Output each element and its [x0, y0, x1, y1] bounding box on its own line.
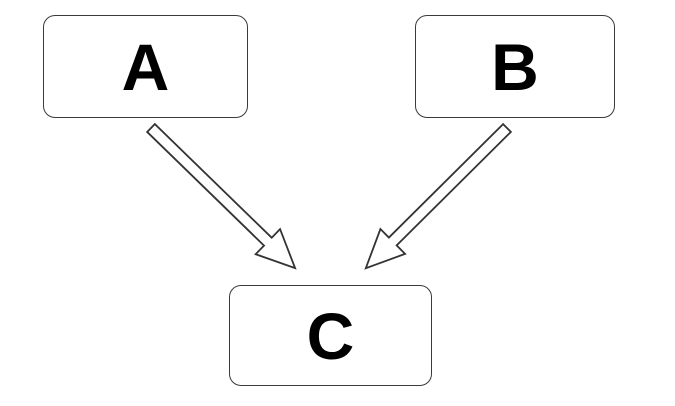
node-b: B [415, 15, 615, 118]
arrow-b-to-c-icon [364, 122, 513, 270]
node-b-label: B [491, 29, 539, 104]
arrow-a-to-c-icon [145, 122, 297, 270]
node-c: C [229, 285, 432, 386]
node-c-label: C [306, 298, 355, 373]
node-a-label: A [121, 29, 170, 104]
node-a: A [43, 15, 248, 118]
